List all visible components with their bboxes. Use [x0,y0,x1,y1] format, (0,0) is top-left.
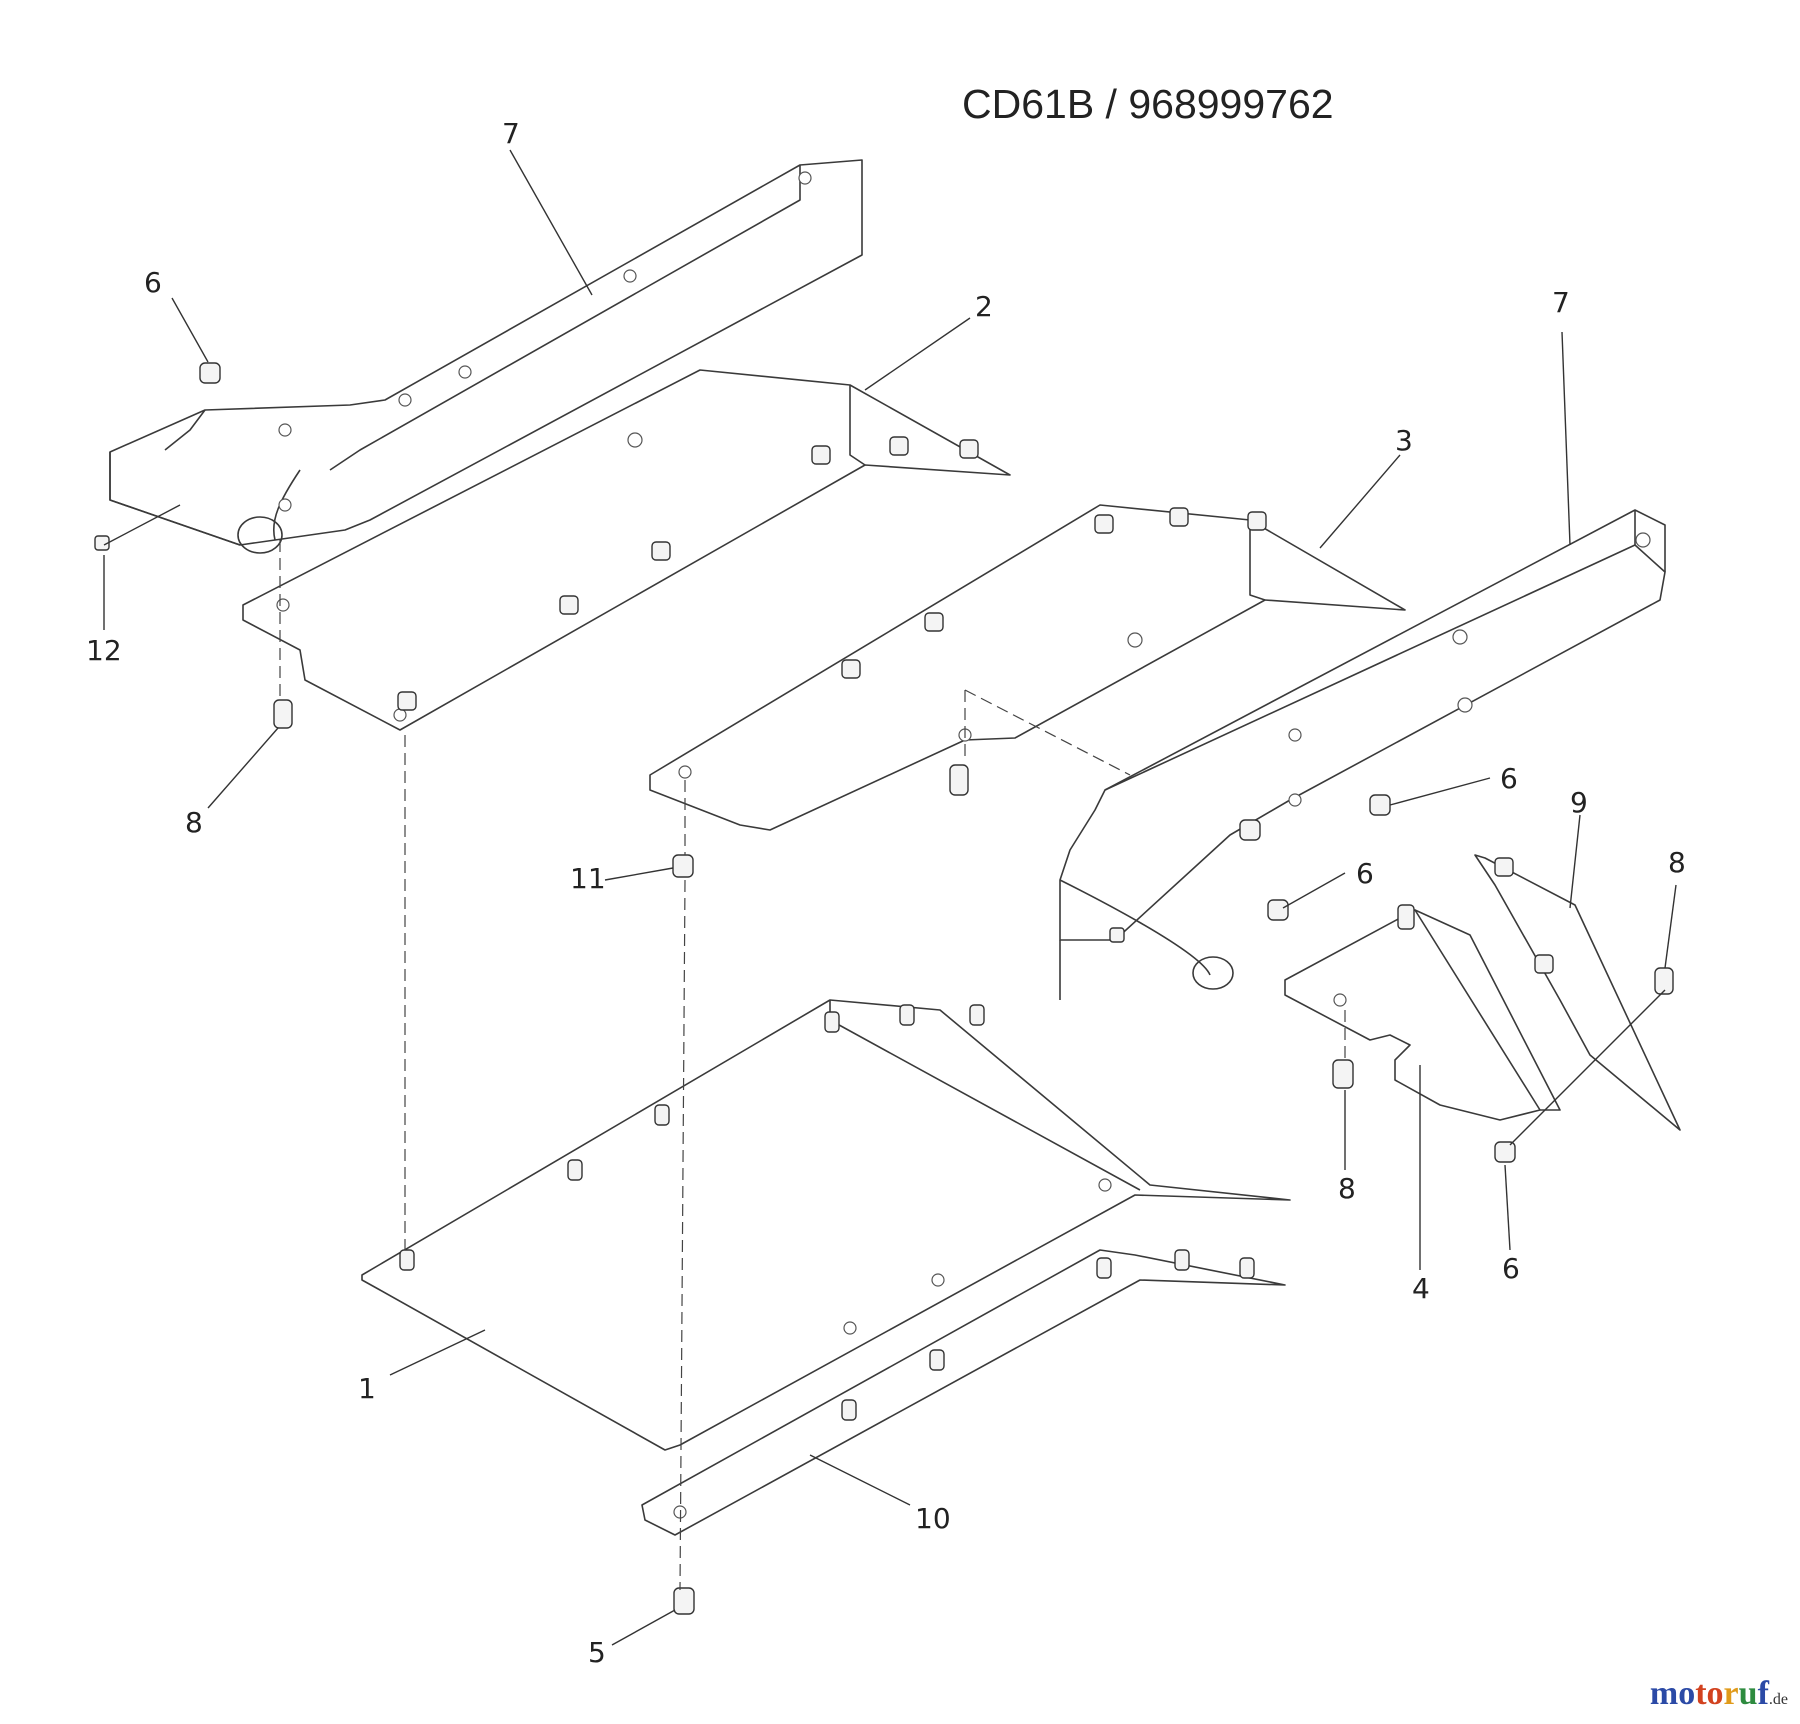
callout-6-bottom: 6 [1502,1252,1520,1285]
leader-5 [611,1609,676,1646]
leader-9 [1569,814,1581,909]
leader-7b [1561,331,1571,546]
bolt-8-left [273,699,293,729]
nut-6-left [199,362,221,384]
callout-6-right-middle: 6 [1356,857,1374,890]
diagram-title: CD61B / 968999762 [962,81,1334,127]
part-2-upper-plate [242,369,1011,731]
leader-6b [1389,777,1491,806]
leader-8c [1664,884,1677,969]
leader-11 [604,867,674,881]
part-7-left-lift-arm [109,159,863,554]
bolt-5 [673,1587,695,1615]
callout-8-left: 8 [185,806,203,839]
align-line-4 [679,879,686,1591]
logo-part-4: u [1738,1675,1758,1712]
leader-10 [809,1454,911,1506]
leader-3 [1319,454,1401,549]
logo-part-3: r [1723,1675,1739,1712]
bolt-8-center [949,764,969,796]
leader-2 [864,317,971,391]
callout-7-left: 7 [502,117,520,150]
callout-12: 12 [86,634,122,667]
leader-8a [207,727,279,809]
align-line-5 [964,689,1131,776]
callout-10: 10 [915,1502,951,1535]
callout-8-right: 8 [1668,846,1686,879]
part-3-upper-plate [649,504,1406,831]
callout-5: 5 [588,1636,606,1669]
leader-6a [171,297,209,363]
logo-part-1: mo [1649,1675,1696,1712]
logo-part-2: to [1695,1675,1724,1712]
callout-1: 1 [358,1372,376,1405]
leader-1 [389,1329,486,1376]
leader-12b [103,504,181,546]
callout-7-right: 7 [1552,286,1570,319]
leader-8c-b [1509,989,1666,1146]
callout-9: 9 [1570,786,1588,819]
callout-2: 2 [975,290,993,323]
part-9-side-plate [1474,854,1681,1163]
callout-6-top-left: 6 [144,266,162,299]
leader-6d [1504,1164,1511,1251]
callout-6-right-upper: 6 [1500,762,1518,795]
part-4-bracket [1284,904,1561,1121]
callout-3: 3 [1395,424,1413,457]
part-7-right-lift-arm [1059,509,1666,1000]
part-10-bottom-strip [641,1249,1286,1536]
callout-4: 4 [1412,1272,1430,1305]
callout-8-middle: 8 [1338,1172,1356,1205]
logo-tld: .de [1768,1691,1788,1708]
leader-6c [1282,872,1346,909]
logo-part-5: f [1757,1675,1769,1712]
callout-11: 11 [570,862,606,895]
fitting-right-arm [1109,927,1125,943]
nut-11 [672,854,694,878]
leader-7a [509,149,593,296]
watermark-logo: motoruf.de [1650,1675,1788,1713]
part-1-bottom-plate [361,999,1291,1451]
